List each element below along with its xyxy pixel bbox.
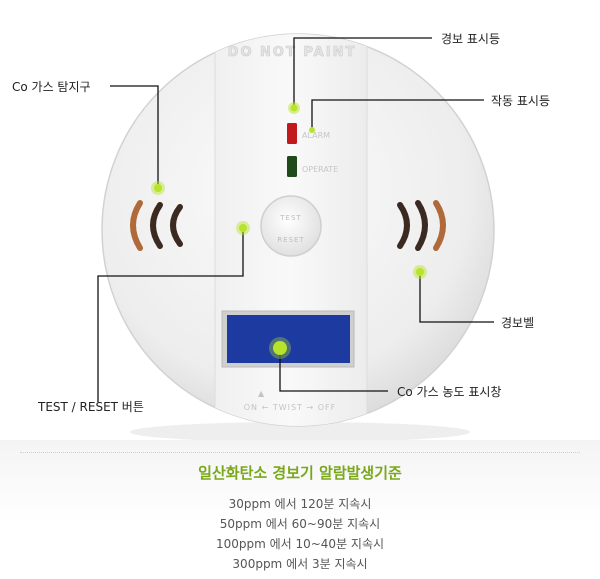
alarm-bell-label: 경보벨 [501, 316, 535, 330]
co-display-screen [227, 315, 350, 363]
criteria-line: 100ppm 에서 10~40분 지속시 [215, 537, 385, 551]
callout-lines [97, 37, 494, 402]
test-reset-button[interactable] [260, 195, 322, 257]
alarm-label: ALARM [302, 131, 330, 140]
alarm-criteria-title: 일산화탄소 경보기 알람발생기준 [198, 464, 402, 482]
left-vent-grille [130, 200, 183, 251]
alarm-led [287, 123, 297, 144]
callout-markers [151, 102, 427, 359]
alarm-indicator-label: 경보 표시등 [441, 32, 501, 46]
twist-text: ON ← TWIST → OFF [244, 403, 336, 412]
concentration-display-label: Co 가스 농도 표시창 [397, 385, 502, 399]
section-divider [20, 452, 580, 453]
operate-indicator-label: 작동 표시등 [491, 94, 551, 108]
do-not-paint-text: DO NOT PAINT [228, 45, 357, 60]
reset-button-text: RESET [277, 236, 304, 244]
criteria-line: 50ppm 에서 60~90분 지속시 [219, 517, 381, 531]
right-vent-grille [397, 200, 446, 251]
co-detector-illustration: DO NOT PAINT ALARM OPERATE ON ← TWIST → … [97, 33, 495, 440]
operate-label: OPERATE [302, 165, 338, 174]
test-button-text: TEST [279, 214, 301, 222]
operate-led [287, 156, 297, 177]
criteria-line: 30ppm 에서 120분 지속시 [228, 497, 372, 511]
drop-shadow [130, 422, 470, 440]
test-reset-label: TEST / RESET 버튼 [38, 400, 144, 414]
twist-arrow-glyph: ▲ [258, 389, 265, 398]
gas-sensor-label: Co 가스 탐지구 [12, 80, 91, 94]
criteria-line: 300ppm 에서 3분 지속시 [232, 557, 368, 571]
alarm-criteria-list: 30ppm 에서 120분 지속시 50ppm 에서 60~90분 지속시 10… [0, 494, 600, 574]
alarm-criteria-section [0, 440, 600, 579]
